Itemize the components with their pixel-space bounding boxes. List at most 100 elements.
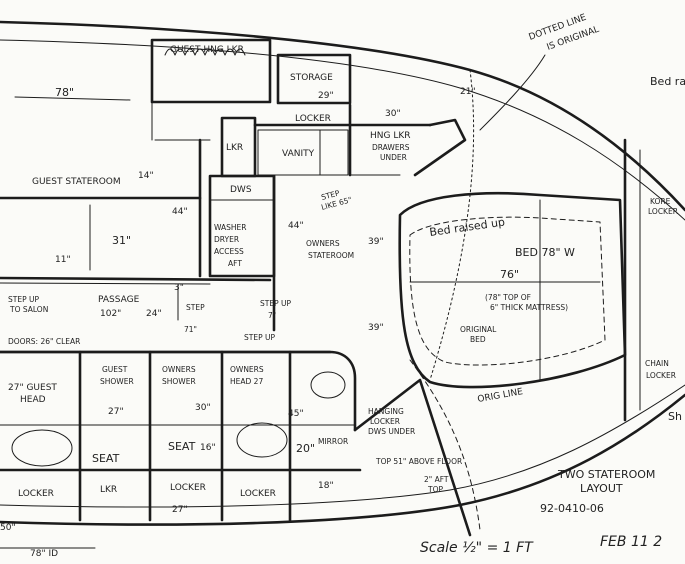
- label-top-above-floor: TOP 51" ABOVE FLOOR: [375, 457, 462, 466]
- owners-sink: [310, 371, 346, 399]
- dim-78-top-line: [14, 96, 131, 101]
- label-owners-shower-2: SHOWER: [162, 377, 196, 386]
- label-locker-mid: LOCKER: [170, 483, 206, 493]
- label-dim-3: 3": [174, 283, 184, 293]
- label-doors-clear: DOORS: 26" CLEAR: [8, 337, 80, 346]
- label-locker-top: LOCKER: [295, 114, 331, 124]
- label-7: 7": [268, 311, 276, 320]
- label-dim-14: 14": [138, 171, 154, 181]
- label-passage: PASSAGE: [98, 295, 140, 305]
- label-access: ACCESS: [214, 247, 244, 256]
- label-step-up: STEP UP: [8, 295, 39, 304]
- label-kore-locker: LOCKER: [648, 207, 678, 216]
- label-dim-76: 76": [500, 268, 519, 281]
- label-dim-39-b: 39": [368, 323, 384, 333]
- label-thick-mattress: 6" THICK MATTRESS): [490, 303, 568, 312]
- guest-hanging-locker-outline: [150, 38, 272, 104]
- label-dim-31: 31": [112, 234, 131, 247]
- vanity-outline: [257, 129, 349, 176]
- label-date: FEB 11 2: [600, 534, 662, 550]
- label-dim-50: 50": [0, 523, 16, 533]
- label-storage: STORAGE: [290, 73, 333, 83]
- label-dws: DWS: [230, 185, 252, 195]
- label-dim-78-bottom: 78" ID: [30, 549, 58, 559]
- label-chain: CHAIN: [645, 359, 669, 368]
- heads-top-wall: [0, 350, 357, 432]
- label-sh: Sh: [668, 410, 682, 423]
- label-locker-mid-dim: 27": [172, 505, 188, 515]
- label-bed-78: BED 78" W: [515, 246, 575, 259]
- label-bed: BED: [470, 335, 486, 344]
- label-step-up-b: STEP UP: [244, 333, 275, 342]
- hull-outline-bottom: [0, 393, 685, 526]
- label-step-up-7: STEP UP: [260, 299, 291, 308]
- passage-wall-upper: [0, 276, 272, 282]
- label-2-aft: 2" AFT: [424, 475, 449, 484]
- label-washer: WASHER: [214, 223, 247, 232]
- label-to-salon: TO SALON: [9, 305, 48, 314]
- label-dryer: DRYER: [214, 235, 239, 244]
- label-guest-head-2: HEAD: [20, 395, 46, 405]
- label-top-of-mattress: (78" TOP OF: [485, 293, 531, 302]
- orig-line-dashed: [409, 359, 481, 531]
- guest-toilet-bowl: [11, 429, 73, 467]
- label-under: UNDER: [380, 153, 407, 162]
- label-dim-44-b: 44": [288, 221, 304, 231]
- hangers-sketch: [164, 48, 246, 56]
- label-drawers: DRAWERS: [372, 143, 410, 152]
- original-bed-outline: [409, 216, 606, 366]
- label-dim-20: 20": [296, 442, 315, 455]
- label-dim-11: 11": [55, 255, 71, 265]
- label-hanging: HANGING: [368, 407, 404, 416]
- label-guest-stateroom: GUEST STATEROOM: [32, 177, 121, 187]
- dotted-line-leader: [479, 54, 546, 131]
- label-locker-h: LOCKER: [370, 417, 400, 426]
- label-guest-shower-2: SHOWER: [100, 377, 134, 386]
- hull-inner-line-bottom: [0, 384, 685, 508]
- label-dws-under: DWS UNDER: [368, 427, 415, 436]
- label-dim-39: 39": [368, 237, 384, 247]
- label-seat-mid: SEAT: [168, 440, 196, 453]
- label-mirror: MIRROR: [318, 437, 348, 446]
- label-scale: Scale ½" = 1 FT: [420, 540, 534, 556]
- hanging-locker-diagonal: [353, 378, 472, 537]
- bed-raised-outline: [398, 191, 627, 389]
- label-dim-30-top: 30": [385, 109, 401, 119]
- label-guest-hng-lkr: GUEST HNG LKR: [170, 45, 244, 55]
- label-hng-lkr: HNG LKR: [370, 131, 411, 141]
- label-lkr-upper: LKR: [226, 143, 243, 153]
- label-owners-head-2: HEAD 27: [230, 377, 263, 386]
- label-drawing-no: 92-0410-06: [540, 502, 604, 515]
- label-vanity: VANITY: [282, 149, 315, 159]
- label-aft: AFT: [228, 259, 242, 268]
- label-bed-raised-right: Bed ra: [650, 75, 685, 88]
- label-lkr-bottom: LKR: [100, 485, 117, 495]
- original-dotted-line: [429, 69, 475, 381]
- label-dim-102: 102": [100, 309, 121, 319]
- label-stateroom: STATEROOM: [308, 251, 354, 260]
- hanging-locker-edge: [413, 118, 467, 177]
- label-71: 71": [184, 325, 197, 334]
- label-dim-24: 24": [146, 309, 162, 319]
- label-dim-27-guest: 27": [108, 407, 124, 417]
- label-guest-head-1: 27" GUEST: [8, 383, 57, 393]
- storage-outline: [276, 53, 352, 105]
- label-locker-18: 18": [318, 481, 334, 491]
- label-two-stateroom: TWO STATEROOM: [557, 468, 655, 481]
- label-owners-shower-1: OWNERS: [162, 365, 196, 374]
- passage-edge: [0, 282, 211, 285]
- label-dim-30-mid: 30": [195, 403, 211, 413]
- label-owners: OWNERS: [306, 239, 340, 248]
- owners-toilet-bowl: [236, 422, 288, 458]
- label-locker-right: LOCKER: [240, 489, 276, 499]
- label-original: ORIGINAL: [460, 325, 497, 334]
- label-kore: KORE: [650, 197, 671, 206]
- hull-inner-line-top: [0, 39, 685, 221]
- label-top: TOP: [427, 485, 443, 494]
- hull-outline-top: [0, 20, 685, 212]
- label-owners-head-1: OWNERS: [230, 365, 264, 374]
- label-seat-dim: 16": [200, 443, 216, 453]
- label-dim-21: 21": [460, 87, 476, 97]
